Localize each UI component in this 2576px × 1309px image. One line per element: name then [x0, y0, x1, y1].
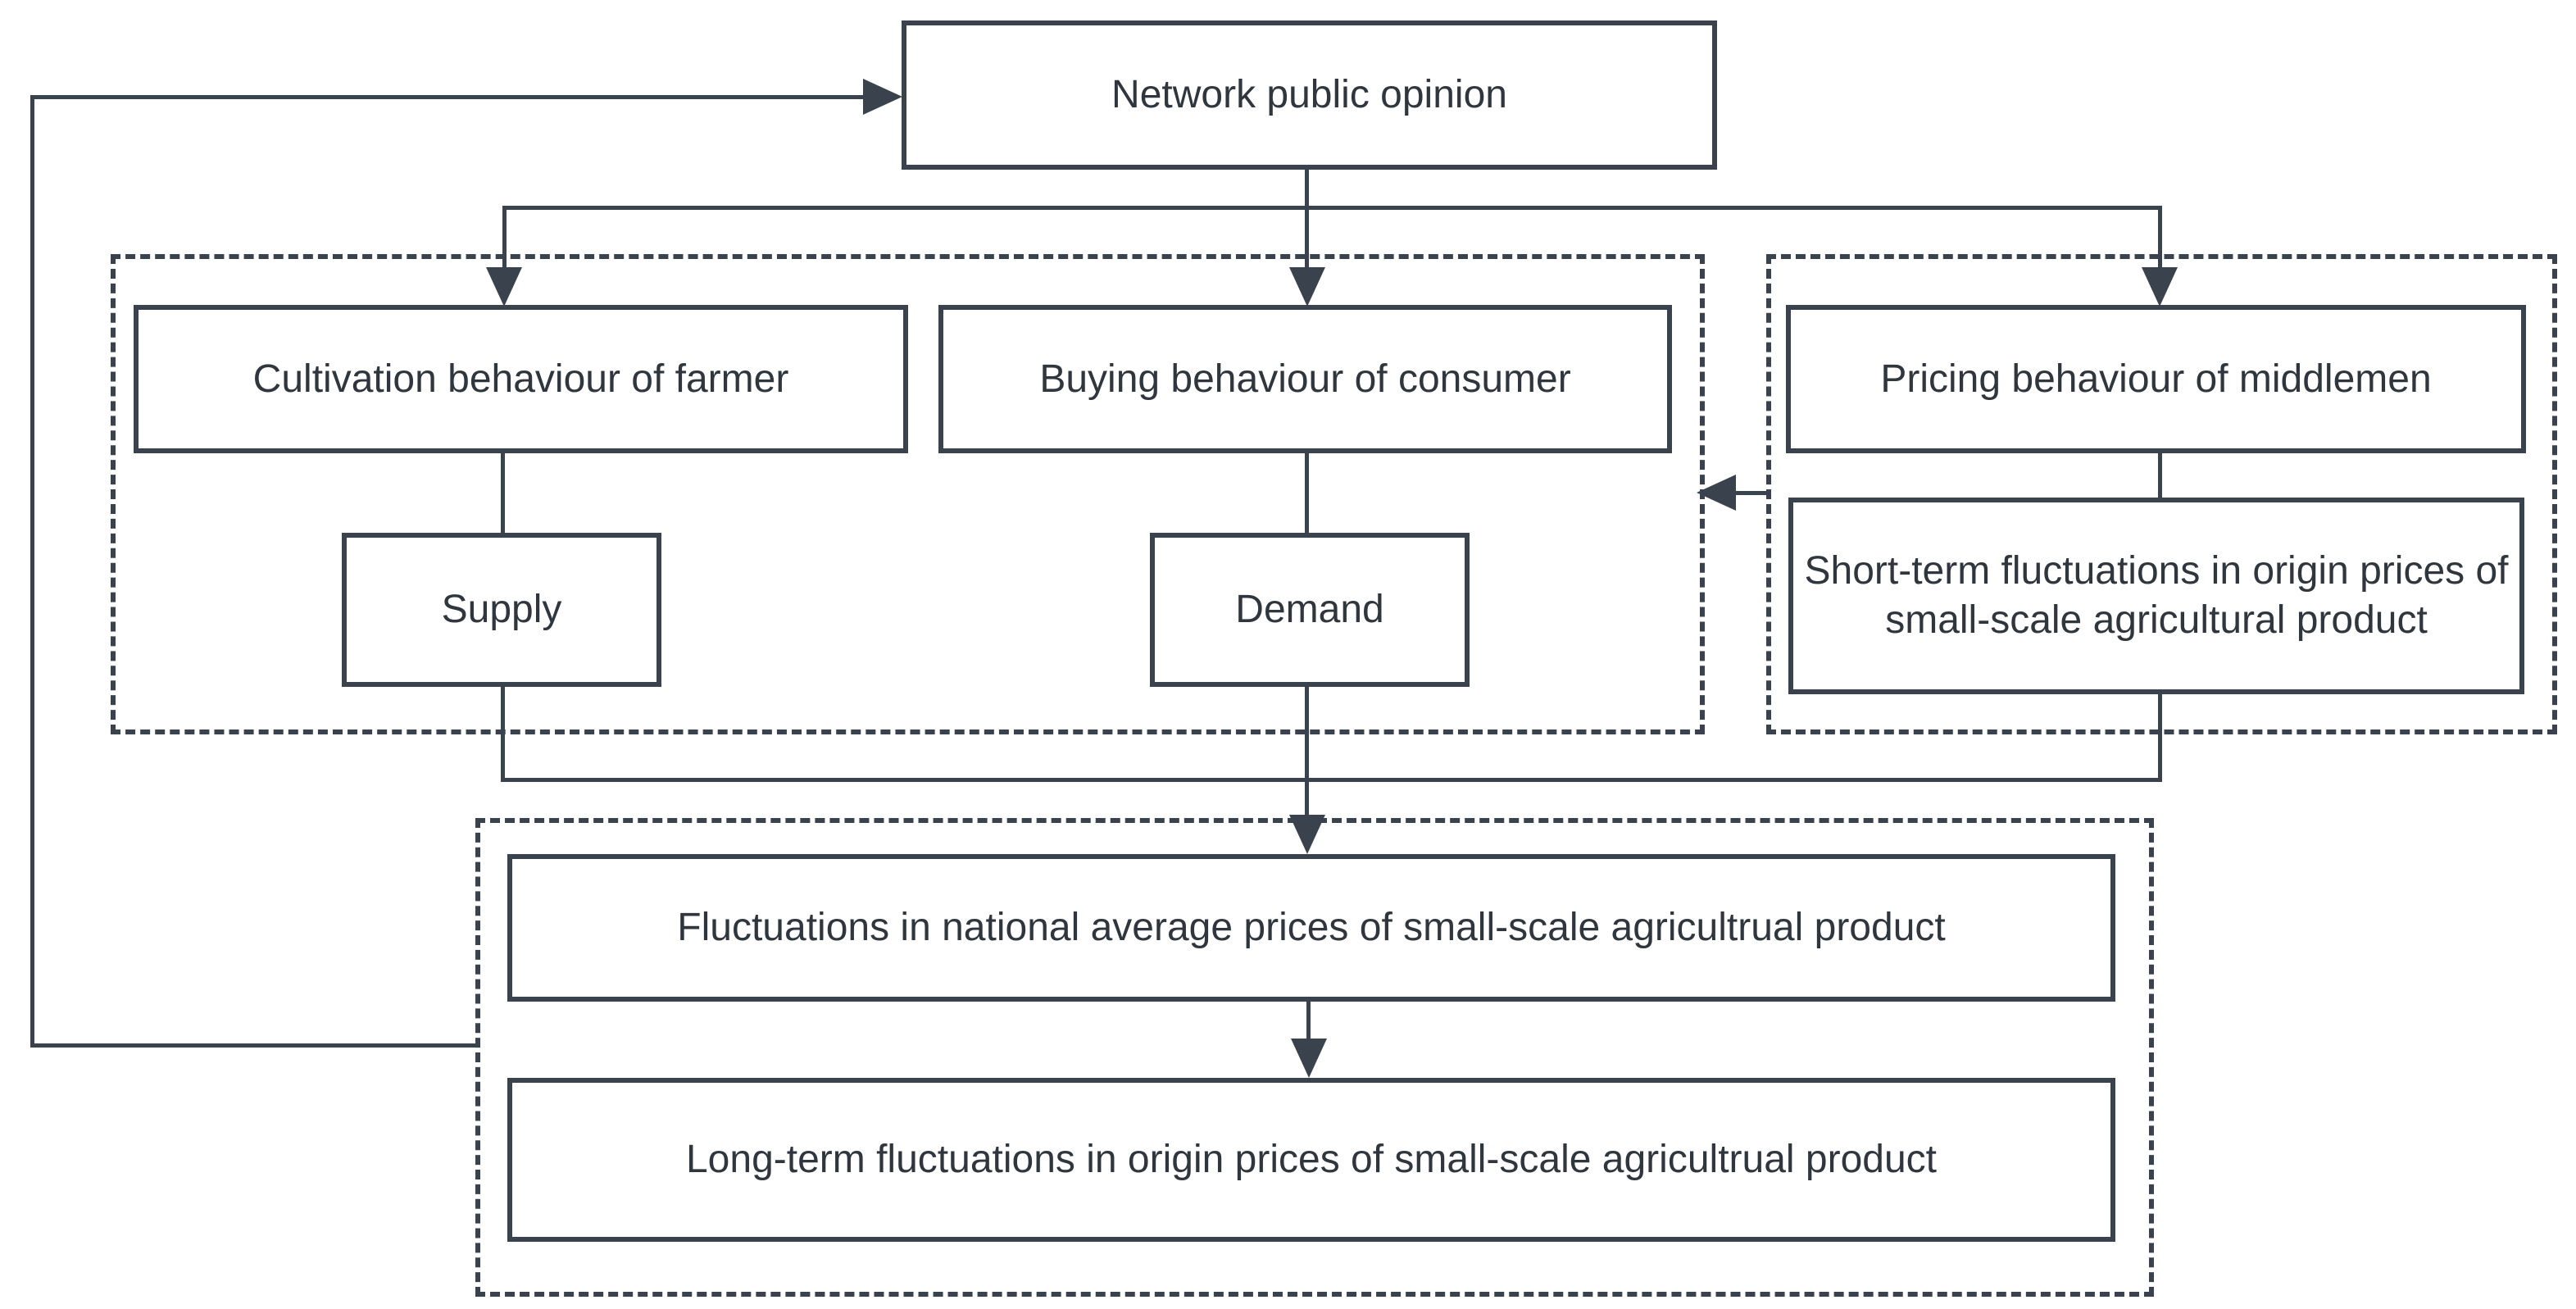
- edge-short-term-down: [2158, 692, 2162, 782]
- node-long-term-fluctuations: Long-term fluctuations in origin prices …: [507, 1078, 2115, 1242]
- node-buying-behaviour-of-consumer: Buying behaviour of consumer: [938, 305, 1672, 453]
- arrowhead-to-buying: [1289, 267, 1325, 307]
- arrowhead-to-pricing: [2142, 267, 2178, 307]
- edge-collector-horizontal: [501, 778, 2162, 782]
- node-buying-label: Buying behaviour of consumer: [1039, 357, 1571, 401]
- node-network-public-opinion-label: Network public opinion: [1111, 73, 1507, 116]
- arrowhead-to-left-group: [1697, 475, 1736, 511]
- node-short-term-label: Short-term fluctuations in origin prices…: [1804, 549, 2509, 642]
- edge-feedback-vertical: [30, 95, 34, 1048]
- edge-feedback-top: [32, 95, 864, 99]
- edge-buying-to-demand: [1305, 451, 1309, 535]
- edge-network-stem: [1305, 166, 1309, 210]
- arrowhead-to-network: [863, 79, 902, 115]
- edge-short-term-to-left-group: [1734, 491, 1770, 495]
- node-supply: Supply: [342, 533, 661, 687]
- node-long-term-label: Long-term fluctuations in origin prices …: [685, 1138, 1937, 1181]
- node-national-average-label: Fluctuations in national average prices …: [677, 906, 1946, 949]
- edge-branch-horizontal: [502, 206, 2162, 210]
- arrowhead-to-cultivation: [486, 267, 522, 307]
- node-supply-label: Supply: [441, 588, 562, 631]
- edge-supply-down: [501, 684, 505, 782]
- node-cultivation-label: Cultivation behaviour of farmer: [252, 357, 789, 401]
- node-pricing-behaviour-of-middlemen: Pricing behaviour of middlemen: [1786, 305, 2526, 453]
- node-demand-label: Demand: [1235, 588, 1384, 631]
- edge-demand-down: [1305, 684, 1309, 782]
- node-network-public-opinion: Network public opinion: [902, 20, 1717, 170]
- arrowhead-to-national: [1289, 815, 1325, 854]
- node-short-term-fluctuations: Short-term fluctuations in origin prices…: [1788, 498, 2524, 694]
- edge-network-to-cultivation: [502, 206, 507, 270]
- node-cultivation-behaviour-of-farmer: Cultivation behaviour of farmer: [134, 305, 908, 453]
- arrowhead-to-longterm: [1291, 1039, 1327, 1078]
- edge-cultivation-to-supply: [501, 451, 505, 535]
- edge-collector-to-national: [1305, 778, 1309, 817]
- edge-feedback-bottom: [30, 1043, 480, 1048]
- edge-network-to-buying: [1305, 206, 1309, 270]
- edge-national-to-longterm: [1306, 1000, 1311, 1041]
- node-pricing-label: Pricing behaviour of middlemen: [1880, 357, 2432, 401]
- node-demand: Demand: [1150, 533, 1470, 687]
- edge-pricing-to-short-term: [2158, 451, 2162, 500]
- node-national-average-fluctuations: Fluctuations in national average prices …: [507, 854, 2115, 1002]
- edge-network-to-pricing: [2158, 206, 2162, 270]
